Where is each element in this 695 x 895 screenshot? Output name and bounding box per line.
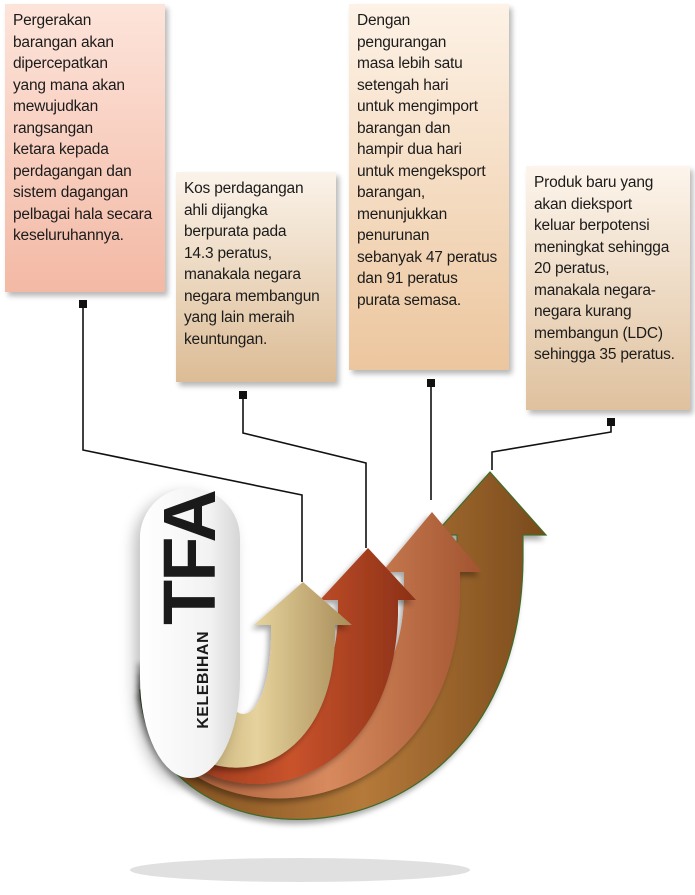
text-box-2-text: Kos perdagangan ahli dijangka berpurata … [184,180,320,348]
center-title-group: KELEBIHAN TFA [148,491,231,729]
connector-lines [82,304,612,582]
text-box-2: Kos perdagangan ahli dijangka berpurata … [176,172,336,382]
text-box-4-text: Produk baru yang akan dieksport keluar b… [534,174,675,363]
connector-line-1 [82,304,303,582]
connector-markers [79,300,615,426]
connector-line-4 [491,422,612,470]
center-pill [140,488,240,778]
text-box-1: Pergerakan barangan akan dipercepatkan y… [5,4,165,292]
text-box-3-text: Dengan pengurangan masa lebih satu seten… [357,12,498,309]
text-box-1-text: Pergerakan barangan akan dipercepatkan y… [13,12,153,244]
connector-line-2 [242,395,367,548]
connector-marker-2 [239,391,247,399]
center-subtitle: KELEBIHAN [195,630,212,729]
connector-marker-1 [79,300,87,308]
connector-marker-3 [427,379,435,387]
center-title: TFA [148,491,231,625]
connector-marker-4 [607,418,615,426]
ground-shadow [130,858,470,882]
text-box-4: Produk baru yang akan dieksport keluar b… [526,166,690,410]
text-box-3: Dengan pengurangan masa lebih satu seten… [349,4,509,370]
